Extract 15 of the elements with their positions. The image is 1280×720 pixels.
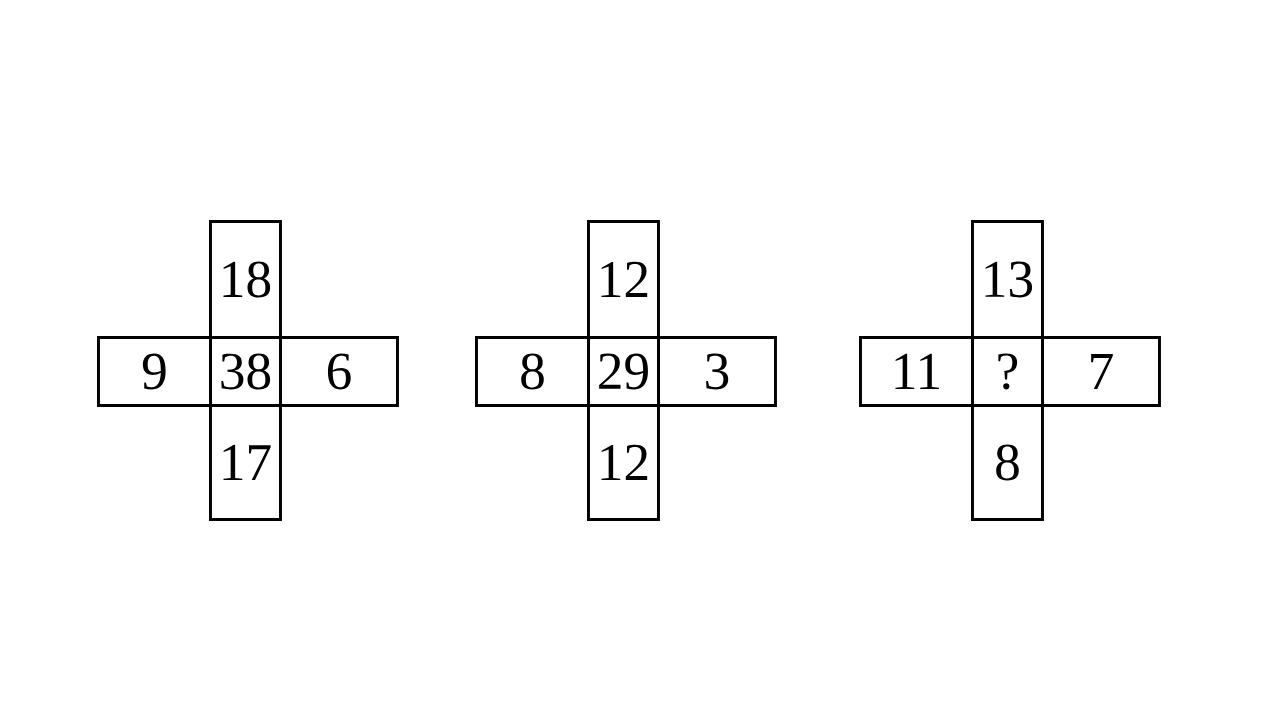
number-cell: 8 [971,404,1044,521]
number-cell: 12 [587,220,660,339]
number-cell: ? [971,336,1044,407]
number-cell: 29 [587,336,660,407]
number-cell: 9 [97,336,212,407]
number-cell: 6 [279,336,399,407]
number-cell: 18 [209,220,282,339]
number-cell: 7 [1041,336,1161,407]
number-cell: 13 [971,220,1044,339]
number-cell: 12 [587,404,660,521]
number-cell: 3 [657,336,777,407]
number-cell: 17 [209,404,282,521]
number-cell: 8 [475,336,590,407]
number-cell: 11 [859,336,974,407]
number-cell: 38 [209,336,282,407]
